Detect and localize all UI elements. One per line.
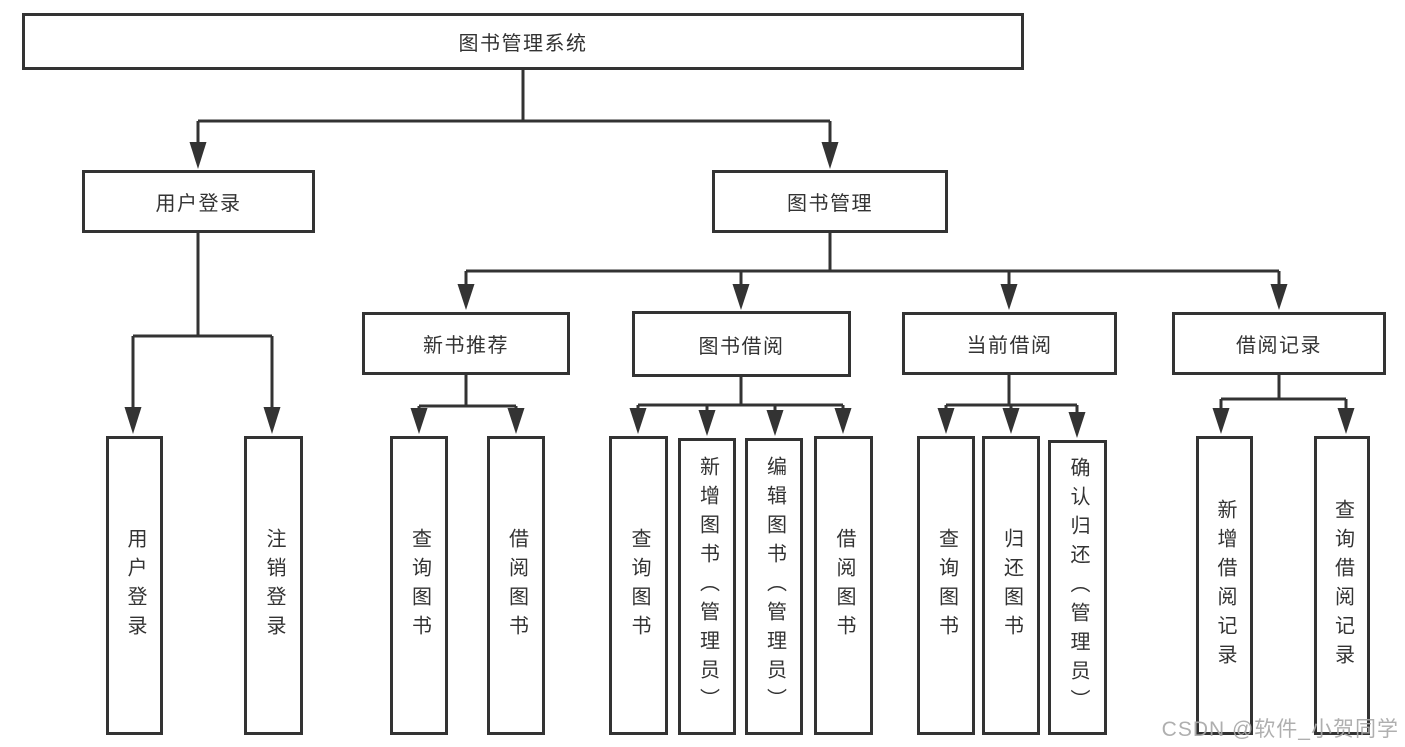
watermark: CSDN @软件_小贺同学 [1161,718,1399,741]
arrowheads [124,142,1355,438]
leaf-current-query-books-label: 查询图书 [935,527,958,644]
leaf-logout-label: 注销登录 [263,527,285,644]
leaf-current-query-books: 查询图书 [917,436,975,735]
arrow-bb-edit [766,410,784,436]
leaf-recommend-query-books: 查询图书 [390,436,448,735]
leaf-logout: 注销登录 [244,436,303,735]
connector-borrow-records [1219,375,1348,409]
leaf-borrow-books-label: 借阅图书 [833,527,855,644]
node-current-borrow-label: 当前借阅 [966,335,1053,357]
connector-user-login [131,233,274,409]
arrow-to-leaf-login [124,407,142,434]
leaf-recommend-borrow-books-label: 借阅图书 [505,527,528,644]
leaf-user-login: 用户登录 [106,436,163,735]
leaf-query-borrow-record: 查询借阅记录 [1314,436,1370,735]
node-user-login-label: 用户登录 [155,193,242,215]
leaf-confirm-return-admin-label: 确认归还（管理员） [1067,457,1089,718]
arrow-to-new-book-recommend [457,284,475,310]
node-book-borrow: 图书借阅 [632,311,851,377]
leaf-edit-books-admin: 编辑图书（管理员） [745,438,803,735]
node-new-book-recommend-label: 新书推荐 [423,335,509,357]
arrow-to-leaf-logout [263,407,281,434]
leaf-borrow-books: 借阅图书 [814,436,873,735]
node-current-borrow: 当前借阅 [902,312,1117,375]
node-book-management-label: 图书管理 [787,193,873,215]
node-borrow-records: 借阅记录 [1172,312,1386,375]
connector-book-management [464,233,1281,286]
connector-current-borrow [944,375,1079,413]
arrow-cb-query [937,408,955,434]
leaf-user-login-label: 用户登录 [124,527,146,644]
leaf-add-borrow-record: 新增借阅记录 [1196,436,1253,735]
leaf-add-books-admin: 新增图书（管理员） [678,438,736,735]
connector-new-book-recommend [417,375,518,410]
arrow-cb-return [1002,408,1020,434]
node-book-management: 图书管理 [712,170,948,233]
arrow-to-borrow-records [1270,284,1288,310]
node-borrow-records-label: 借阅记录 [1236,335,1322,357]
node-book-borrow-label: 图书借阅 [698,335,785,358]
connector-root-stem [196,69,832,144]
arrow-rec-query [410,408,428,434]
leaf-confirm-return-admin: 确认归还（管理员） [1048,440,1107,735]
leaf-return-books-label: 归还图书 [1000,527,1023,644]
arrow-br-query [1337,408,1355,434]
node-root-label: 图书管理系统 [458,33,588,55]
leaf-borrow-query-books: 查询图书 [609,436,668,735]
arrow-to-user-login [189,142,207,169]
connector-book-borrow [636,377,845,410]
leaf-recommend-borrow-books: 借阅图书 [487,436,545,735]
node-new-book-recommend: 新书推荐 [362,312,570,375]
leaf-add-borrow-record-label: 新增借阅记录 [1214,498,1236,673]
arrow-to-current-borrow [1000,284,1018,310]
node-user-login: 用户登录 [82,170,315,233]
arrow-bb-add [698,410,716,436]
connector-lines [131,69,1348,413]
arrow-bb-query [629,408,647,434]
arrow-bb-borrow [834,408,852,434]
leaf-query-borrow-record-label: 查询借阅记录 [1331,498,1354,673]
leaf-borrow-query-books-label: 查询图书 [628,527,650,644]
arrow-to-book-borrow [732,284,750,310]
arrow-br-add [1212,408,1230,434]
leaf-return-books: 归还图书 [982,436,1040,735]
arrow-to-book-management [821,142,839,169]
leaf-add-books-admin-label: 新增图书（管理员） [696,456,719,717]
node-root: 图书管理系统 [22,13,1024,70]
leaf-edit-books-admin-label: 编辑图书（管理员） [763,456,786,717]
leaf-recommend-query-books-label: 查询图书 [408,527,431,644]
arrow-cb-confirm [1068,412,1086,438]
arrow-rec-borrow [507,408,525,434]
